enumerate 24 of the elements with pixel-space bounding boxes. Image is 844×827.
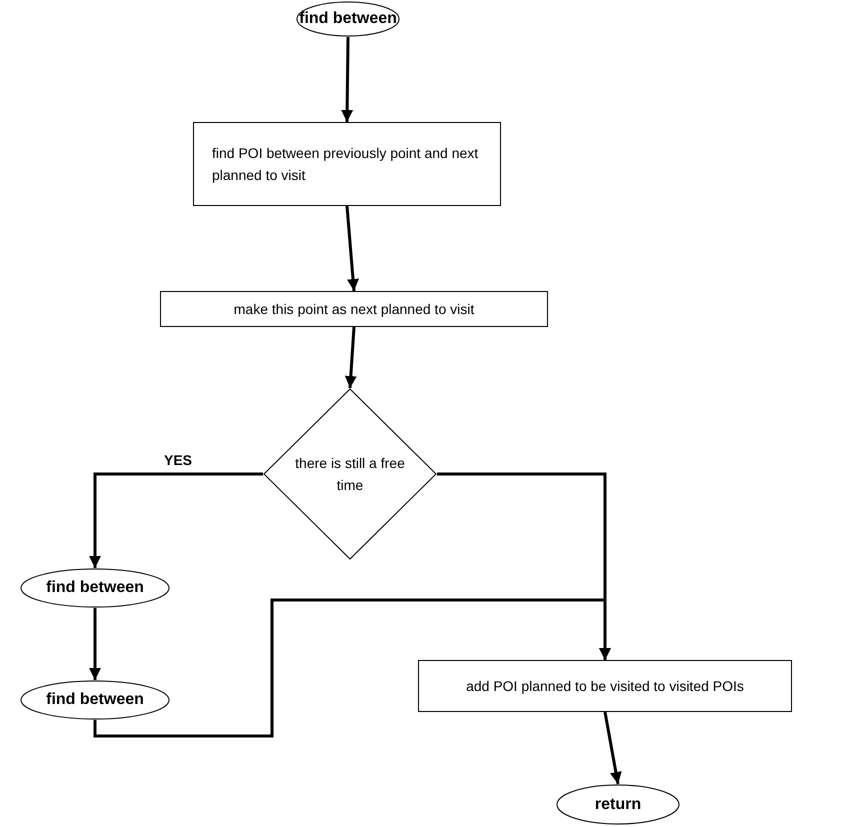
arrow	[89, 472, 263, 568]
arrow	[94, 598, 611, 738]
arrow	[346, 206, 359, 292]
terminal-ellipse	[20, 568, 170, 608]
node-label: make this point as next planned to visit	[234, 300, 474, 319]
node-label: add POI planned to be visited to visited POIs	[466, 677, 744, 696]
arrow	[344, 326, 357, 388]
node-label: there is still a free time	[295, 454, 405, 495]
process-box	[418, 660, 792, 712]
decision-diamond	[263, 388, 437, 560]
node-label: find POI between previously point and next planned to visit	[212, 144, 480, 185]
arrow	[89, 608, 101, 680]
arrow	[604, 712, 622, 784]
arrow	[341, 36, 354, 122]
edge-label: YES	[162, 453, 194, 467]
node-label: find between	[46, 690, 144, 710]
node-label: find between	[299, 9, 397, 29]
node-label: find between	[46, 578, 144, 598]
process-box	[160, 291, 548, 327]
node-label: return	[594, 794, 642, 814]
process-box	[193, 122, 501, 206]
terminal-ellipse	[556, 784, 680, 825]
terminal-ellipse	[296, 1, 400, 37]
terminal-ellipse	[20, 680, 170, 720]
